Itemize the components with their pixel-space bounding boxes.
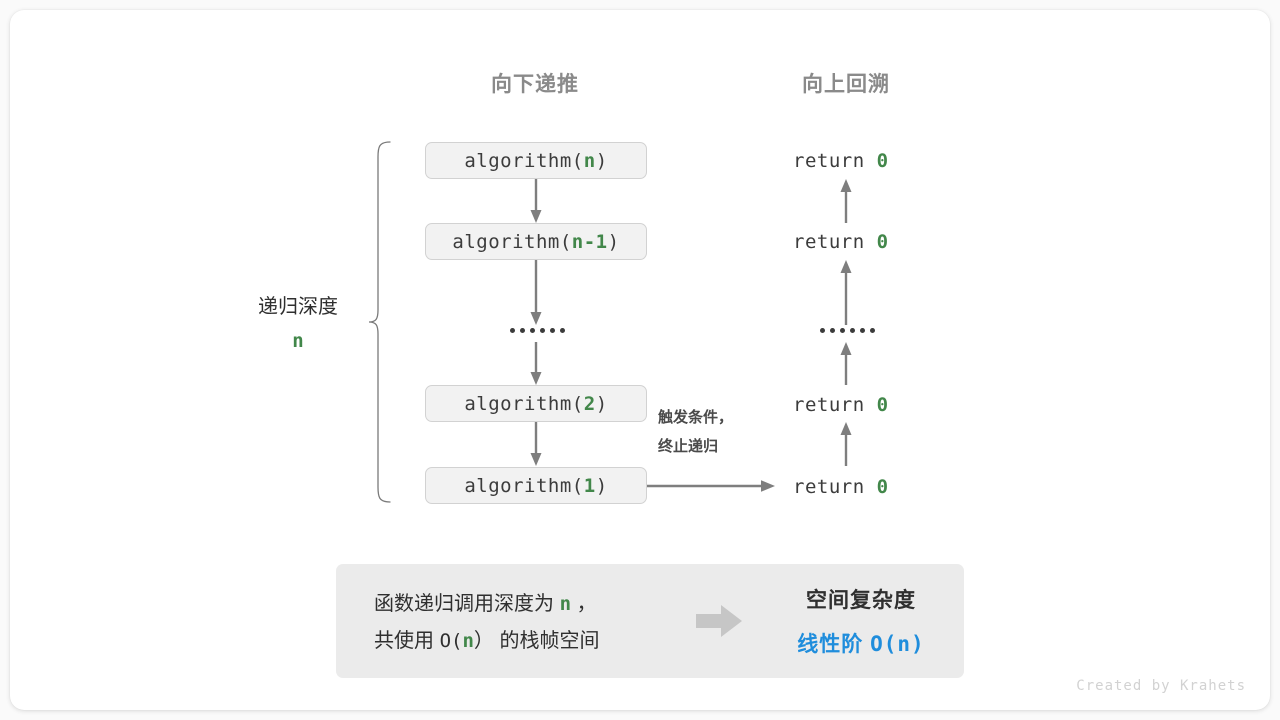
summary-conclusion-title: 空间复杂度	[806, 589, 916, 612]
down-arrow-icon-1	[530, 179, 542, 223]
summary-line-2-text-a: 共使用	[374, 630, 434, 652]
summary-description: 函数递归调用深度为 n ， 共使用 O(n） 的栈帧空间	[374, 586, 599, 660]
call-box-n-suffix: )	[595, 149, 608, 172]
summary-conclusion-value: 线性阶 O(n)	[766, 628, 956, 658]
return-keyword-3: return	[793, 394, 865, 416]
summary-line-1-text-b: ，	[576, 593, 597, 615]
summary-panel: 函数递归调用深度为 n ， 共使用 O(n） 的栈帧空间 空间复杂度 线性阶 O…	[336, 564, 964, 678]
call-box-2-suffix: )	[595, 392, 608, 415]
call-box-n-minus-1-prefix: algorithm(	[452, 230, 572, 253]
return-value-1: 0	[876, 150, 889, 172]
return-label-3: return 0	[793, 394, 889, 416]
call-box-2-arg: 2	[583, 392, 596, 415]
call-box-n[interactable]: algorithm(n)	[425, 142, 647, 179]
down-arrow-icon-2	[530, 260, 542, 325]
recursion-depth-label: 递归深度	[258, 296, 338, 318]
return-value-2: 0	[876, 231, 889, 253]
call-box-n-minus-1-arg: n-1	[571, 230, 608, 253]
return-label-2: return 0	[793, 231, 889, 253]
up-arrow-icon-4	[840, 422, 852, 466]
up-arrow-icon-1	[840, 179, 852, 223]
summary-conclusion-value-mono: O(n)	[870, 632, 925, 656]
return-keyword-1: return	[793, 150, 865, 172]
summary-line-2-n: n	[462, 630, 474, 652]
trigger-condition-line1: 触发条件，	[658, 409, 734, 426]
recursion-depth-label-group: 递归深度 n	[198, 290, 398, 358]
recursion-depth-value: n	[292, 330, 304, 352]
return-label-4: return 0	[793, 476, 889, 498]
recursion-depth-brace	[368, 141, 391, 503]
summary-conclusion-value-text: 线性阶	[797, 633, 864, 656]
call-box-n-prefix: algorithm(	[464, 149, 584, 172]
call-box-n-minus-1[interactable]: algorithm(n-1)	[425, 223, 647, 260]
return-label-1: return 0	[793, 150, 889, 172]
return-value-4: 0	[876, 476, 889, 498]
summary-line-2-o-open: O(	[439, 630, 463, 652]
call-box-2[interactable]: algorithm(2)	[425, 385, 647, 422]
return-keyword-4: return	[793, 476, 865, 498]
summary-line-2: 共使用 O(n） 的栈帧空间	[374, 623, 599, 660]
right-arrow-icon-terminate	[647, 480, 775, 492]
return-value-3: 0	[876, 394, 889, 416]
call-box-n-arg: n	[583, 149, 596, 172]
diagram-card: 向下递推 向上回溯 递归深度 n algorithm(n) algorithm(…	[10, 10, 1270, 710]
summary-line-2-text-b: 的栈帧空间	[499, 630, 600, 652]
summary-line-1-text-a: 函数递归调用深度为	[374, 593, 554, 615]
down-arrow-icon-3	[530, 342, 542, 385]
column-header-upward: 向上回溯	[802, 73, 890, 96]
call-box-2-prefix: algorithm(	[464, 392, 584, 415]
up-arrow-icon-2	[840, 260, 852, 325]
call-box-1[interactable]: algorithm(1)	[425, 467, 647, 504]
summary-line-1: 函数递归调用深度为 n ，	[374, 586, 599, 623]
trigger-condition-note: 触发条件， 终止递归	[658, 404, 733, 461]
summary-line-1-n: n	[559, 593, 572, 615]
call-stack-ellipsis-icon	[510, 328, 565, 333]
footer-credit: Created by Krahets	[1076, 678, 1246, 694]
up-arrow-icon-3	[840, 342, 852, 385]
block-right-arrow-icon	[696, 605, 742, 637]
call-box-1-arg: 1	[583, 474, 596, 497]
call-box-1-prefix: algorithm(	[464, 474, 584, 497]
return-keyword-2: return	[793, 231, 865, 253]
return-stack-ellipsis-icon	[820, 328, 875, 333]
call-box-1-suffix: )	[595, 474, 608, 497]
column-header-downward: 向下递推	[491, 73, 579, 96]
call-box-n-minus-1-suffix: )	[607, 230, 620, 253]
trigger-condition-line2: 终止递归	[658, 437, 719, 455]
summary-conclusion: 空间复杂度 线性阶 O(n)	[766, 584, 956, 658]
summary-line-2-o-close: ）	[473, 630, 494, 652]
down-arrow-icon-4	[530, 422, 542, 466]
